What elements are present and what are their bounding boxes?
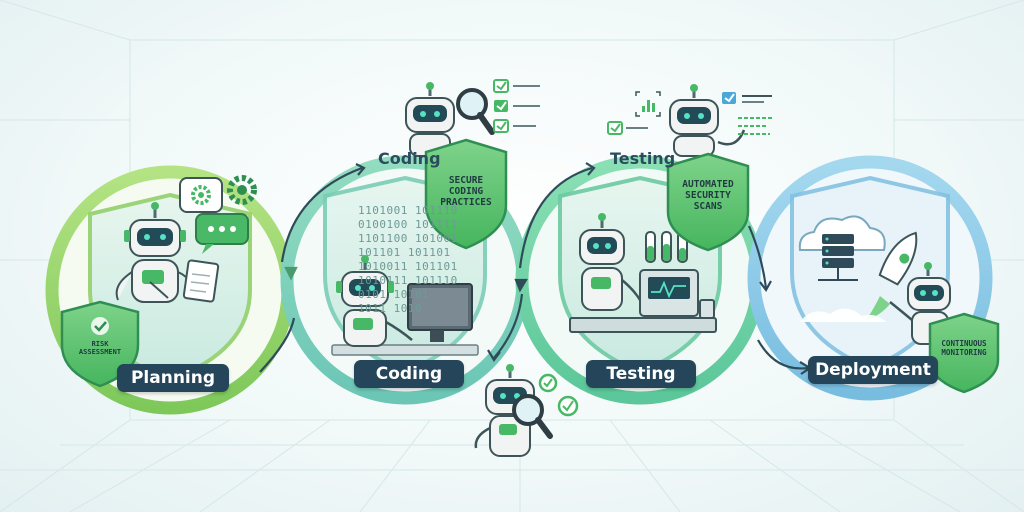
badge-line: PRACTICES (440, 196, 492, 208)
binary-line: 0100100 101111 (358, 218, 458, 231)
secure-coding-badge (424, 138, 508, 250)
magnifier-icon (512, 394, 553, 439)
test-tube-icon (645, 231, 688, 263)
stage-testing (515, 84, 772, 405)
notepad-icon (182, 259, 220, 303)
badge-line: SCANS (693, 200, 723, 212)
coding-robot (336, 255, 413, 347)
badge-line: SECURE (448, 175, 484, 186)
risk-assessment-badge-text: RISK ASSESSMENT (64, 340, 136, 356)
check-icon (607, 121, 648, 135)
stage-deployment (747, 155, 1000, 401)
bar-chart-icon (635, 91, 661, 117)
badge-line: CODING (448, 185, 484, 197)
monitor-icon (331, 283, 479, 356)
binary-line: 0101 10101 (358, 288, 430, 301)
inspector-robot-top (405, 82, 455, 157)
secure-coding-badge-text: SECURE CODING PRACTICES (428, 175, 504, 209)
checklist-icon (493, 79, 540, 133)
binary-line: 1011 1010 (358, 302, 423, 315)
planning-robot (115, 202, 191, 303)
binary-line: 1101100 101001 (358, 232, 458, 245)
binary-line: 1010011 101101 (358, 260, 458, 273)
rocket-icon (800, 231, 918, 322)
testing-stage-title: Testing (610, 149, 676, 168)
chat-icon (195, 213, 249, 254)
inspector-robot-testing-top (669, 84, 746, 157)
planning-label: Planning (117, 364, 229, 392)
badge-line: RISK (91, 340, 109, 348)
gear-icon (179, 175, 257, 213)
automated-scans-badge (666, 152, 750, 252)
binary-line: 101101 101101 (358, 246, 451, 259)
server-icon (818, 234, 858, 281)
coding-label: Coding (354, 360, 464, 388)
lab-equipment (569, 269, 717, 333)
automated-scans-badge-text: AUTOMATED SECURITY SCANS (670, 179, 746, 213)
flow-arrows (259, 162, 813, 375)
badge-line: ASSESSMENT (78, 348, 122, 357)
binary-line: 1101001 101110 (358, 204, 458, 217)
binary-line: 1010111 101110 (358, 274, 458, 287)
stage-coding (280, 79, 540, 405)
check-icon (538, 373, 579, 417)
deployment-label: Deployment (808, 356, 938, 384)
testing-label: Testing (586, 360, 696, 388)
stage-planning (45, 165, 295, 415)
cloud-icon (798, 215, 886, 251)
badge-line: CONTINUOUS (941, 339, 987, 348)
scan-checklist-icon (722, 92, 772, 135)
magnifier-icon (456, 88, 495, 135)
badge-line: AUTOMATED (682, 179, 734, 190)
badge-line: SECURITY (685, 189, 731, 201)
coding-stage-title: Coding (378, 149, 441, 168)
testing-robot (579, 213, 642, 311)
continuous-monitoring-badge-text: CONTINUOUS MONITORING (930, 339, 998, 357)
badge-line: MONITORING (941, 347, 987, 357)
